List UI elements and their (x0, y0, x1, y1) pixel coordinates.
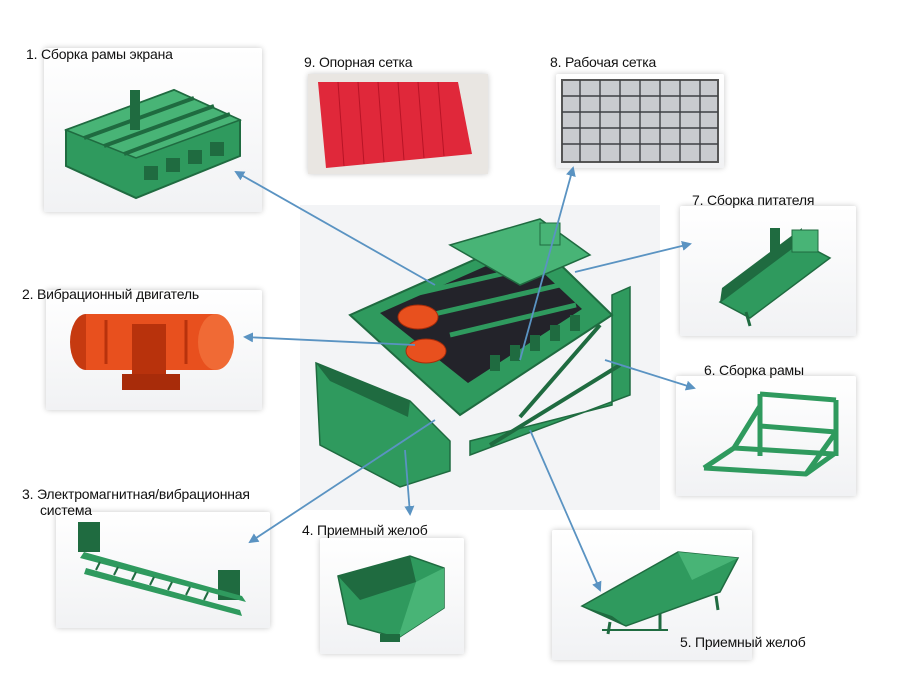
feeder-assembly-image (718, 228, 832, 327)
receiving-chute-4-image (337, 555, 445, 642)
arrow-to-chute-5 (529, 429, 602, 592)
frame-assembly-image (702, 391, 839, 477)
em-system-image (78, 522, 246, 616)
support-mesh-image (308, 74, 488, 174)
screen-frame-card (44, 48, 262, 212)
arrow-to-em-system (248, 419, 436, 544)
label-frame-assembly: 6. Сборка рамы (704, 362, 804, 378)
receiving-chute-5-image (580, 551, 740, 635)
arrow-to-feeder-assembly (574, 241, 692, 273)
label-screen-frame: 1. Сборка рамы экрана (26, 46, 173, 62)
em-system-card (56, 512, 270, 628)
frame-assembly-card (676, 376, 856, 496)
label-working-mesh: 8. Рабочая сетка (550, 54, 657, 70)
vibration-motor-image (70, 314, 234, 390)
working-mesh-card (556, 74, 724, 168)
working-mesh-image (561, 79, 719, 163)
label-em-system-line1: 3. Электромагнитная/вибрационная (22, 486, 250, 502)
label-receiving-chute-4: 4. Приемный желоб (302, 522, 428, 538)
support-mesh-card (308, 74, 488, 174)
label-em-system-line2: система (40, 502, 92, 518)
arrow-to-frame-assembly (604, 359, 696, 391)
arrow-to-chute-4 (404, 449, 415, 516)
vibration-motor-card (46, 290, 262, 410)
label-vibration-motor: 2. Вибрационный двигатель (22, 286, 199, 302)
label-receiving-chute-5: 5. Приемный желоб (680, 634, 806, 650)
screen-frame-image (63, 88, 242, 200)
main-machine-image (300, 205, 660, 510)
feeder-assembly-card (680, 206, 856, 336)
arrow-to-vibration-motor (243, 332, 416, 346)
arrow-to-working-mesh (519, 166, 576, 361)
receiving-chute-5-card (552, 530, 752, 660)
arrow-to-screen-frame (234, 171, 436, 286)
receiving-chute-4-card (320, 538, 464, 654)
label-support-mesh: 9. Опорная сетка (304, 54, 413, 70)
label-feeder-assembly: 7. Сборка питателя (692, 192, 815, 208)
